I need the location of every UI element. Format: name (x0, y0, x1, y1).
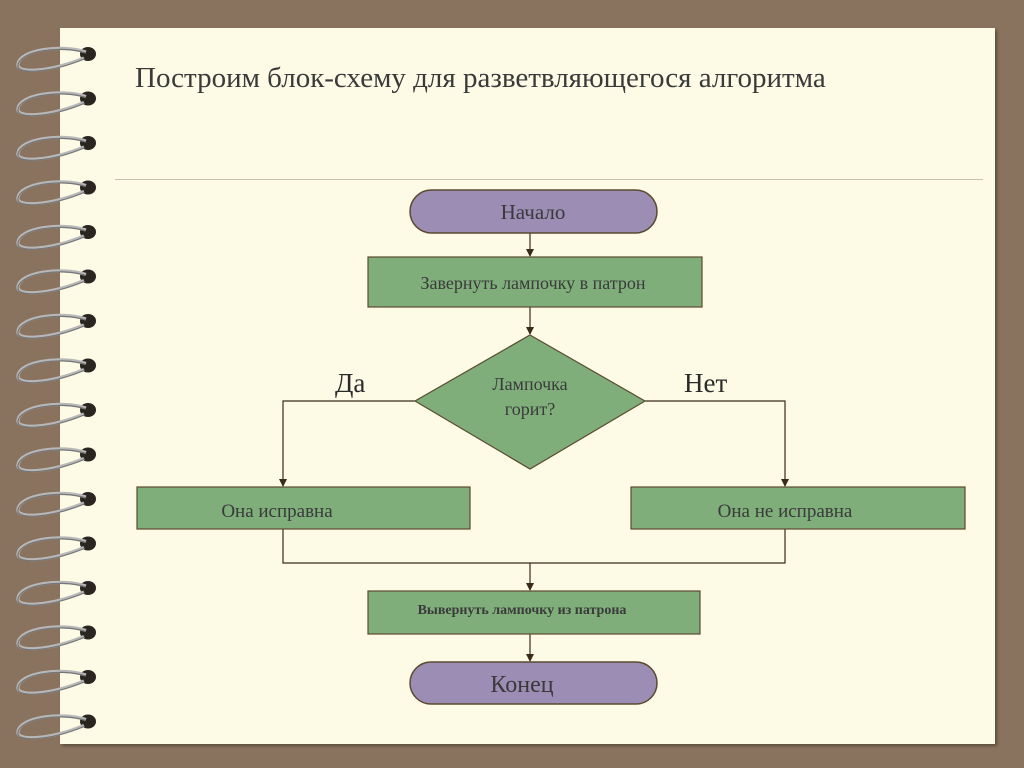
step-screw-in-bulb: Завернуть лампочку в патрон (367, 256, 703, 308)
step-unscrew-bulb: Вывернуть лампочку из патрона (367, 590, 701, 635)
spiral-binding (16, 46, 96, 740)
binding-ring (16, 46, 96, 72)
binding-ring (16, 625, 96, 651)
step-screw-in-bulb-label: Завернуть лампочку в патрон (420, 273, 645, 293)
result-working: Она исправна (136, 486, 471, 530)
end-label: Конец (490, 672, 553, 698)
result-broken-label: Она не исправна (718, 501, 853, 522)
start-terminator: Начало (409, 189, 658, 234)
page-title: Построим блок-схему для разветвляющегося… (135, 62, 826, 94)
binding-ring (16, 91, 96, 117)
result-working-label: Она исправна (221, 501, 333, 522)
result-broken: Она не исправна (630, 486, 966, 530)
binding-ring (16, 313, 96, 339)
decision-label-line1: Лампочка (492, 374, 567, 394)
arrow-decision-yes (279, 400, 415, 487)
binding-ring (16, 580, 96, 606)
binding-ring (16, 135, 96, 161)
binding-ring (16, 224, 96, 250)
binding-ring (16, 714, 96, 740)
decision-bulb-lit: Лампочка горит? (413, 334, 647, 470)
binding-ring (16, 402, 96, 428)
title-divider (115, 179, 983, 180)
binding-ring (16, 269, 96, 295)
binding-ring (16, 491, 96, 517)
end-terminator: Конец (409, 661, 658, 705)
merge-line (282, 529, 786, 564)
binding-ring (16, 536, 96, 562)
connectors (279, 233, 789, 662)
step-unscrew-bulb-label: Вывернуть лампочку из патрона (418, 603, 627, 618)
binding-ring (16, 669, 96, 695)
decision-label-line2: горит? (505, 399, 555, 419)
arrow-decision-no (645, 400, 789, 487)
no-branch-label: Нет (684, 368, 727, 398)
binding-ring (16, 180, 96, 206)
binding-ring (16, 358, 96, 384)
binding-ring (16, 447, 96, 473)
start-label: Начало (501, 200, 566, 224)
yes-branch-label: Да (335, 368, 365, 398)
